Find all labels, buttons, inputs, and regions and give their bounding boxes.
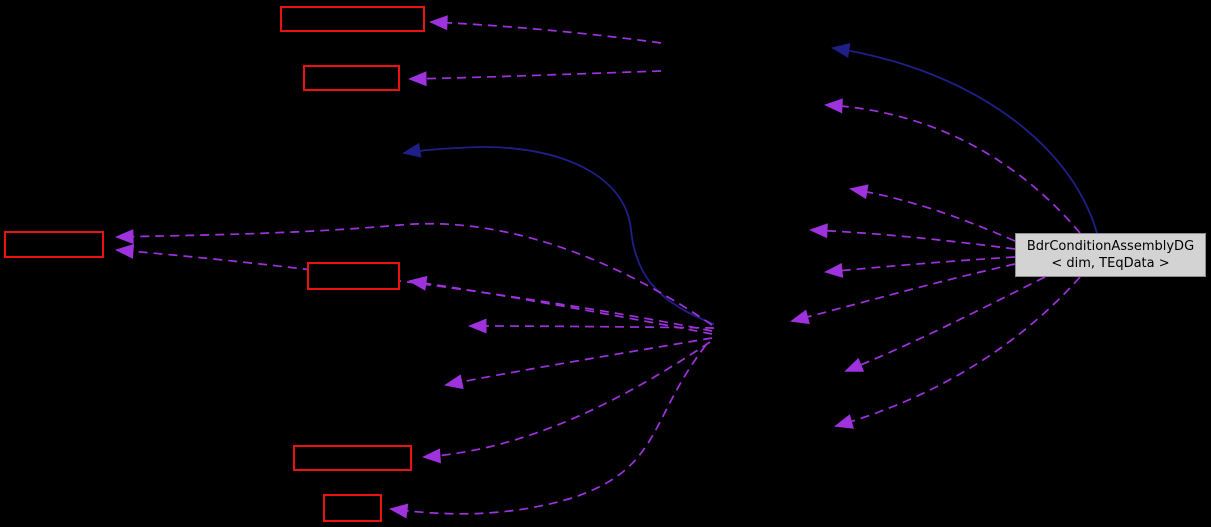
edge-dashed-labeled-5 (844, 276, 1046, 372)
class-node-bdrconditionassemblydg[interactable]: BdrConditionAssemblyDG < dim, TEqData > (1015, 233, 1206, 277)
edge-dashed-top-node-to-box2 (408, 70, 662, 87)
edge-solid-labeled-to-top-node (831, 43, 1098, 234)
edge-dashed-labeled-6 (834, 276, 1081, 429)
edge-dashed-center-to-smallbox (389, 344, 707, 519)
edge-dashed-center-to-hidden-1 (468, 318, 715, 334)
edge-dashed-labeled-2 (849, 184, 1016, 242)
edge-dashed-labeled-4 (824, 256, 1016, 278)
edge-dashed-center-to-leftbox-lower (115, 243, 713, 332)
edge-dashed-center-to-hidden-2 (444, 337, 713, 390)
class-node-label-line2: < dim, TEqData > (1051, 256, 1170, 271)
class-node-unlabeled-2[interactable] (303, 65, 400, 91)
class-node-label-line1: BdrConditionAssemblyDG (1026, 239, 1195, 254)
edge-solid-center-to-left (402, 142, 715, 325)
class-node-unlabeled-1[interactable] (280, 6, 425, 32)
edge-dashed-labeled-1 (824, 98, 1081, 234)
edge-dashed-center-to-bottombox (422, 341, 711, 464)
class-node-unlabeled-5[interactable] (293, 445, 412, 471)
class-node-unlabeled-4[interactable] (307, 262, 400, 290)
edge-dashed-center-to-leftbox-upper (115, 222, 713, 326)
edge-dashed-labeled-to-center-node (790, 263, 1016, 325)
edge-dashed-top-node-to-box1 (429, 15, 662, 44)
class-node-unlabeled-3[interactable] (4, 231, 104, 258)
class-node-unlabeled-6[interactable] (323, 494, 382, 522)
edge-dashed-labeled-3 (809, 223, 1016, 250)
